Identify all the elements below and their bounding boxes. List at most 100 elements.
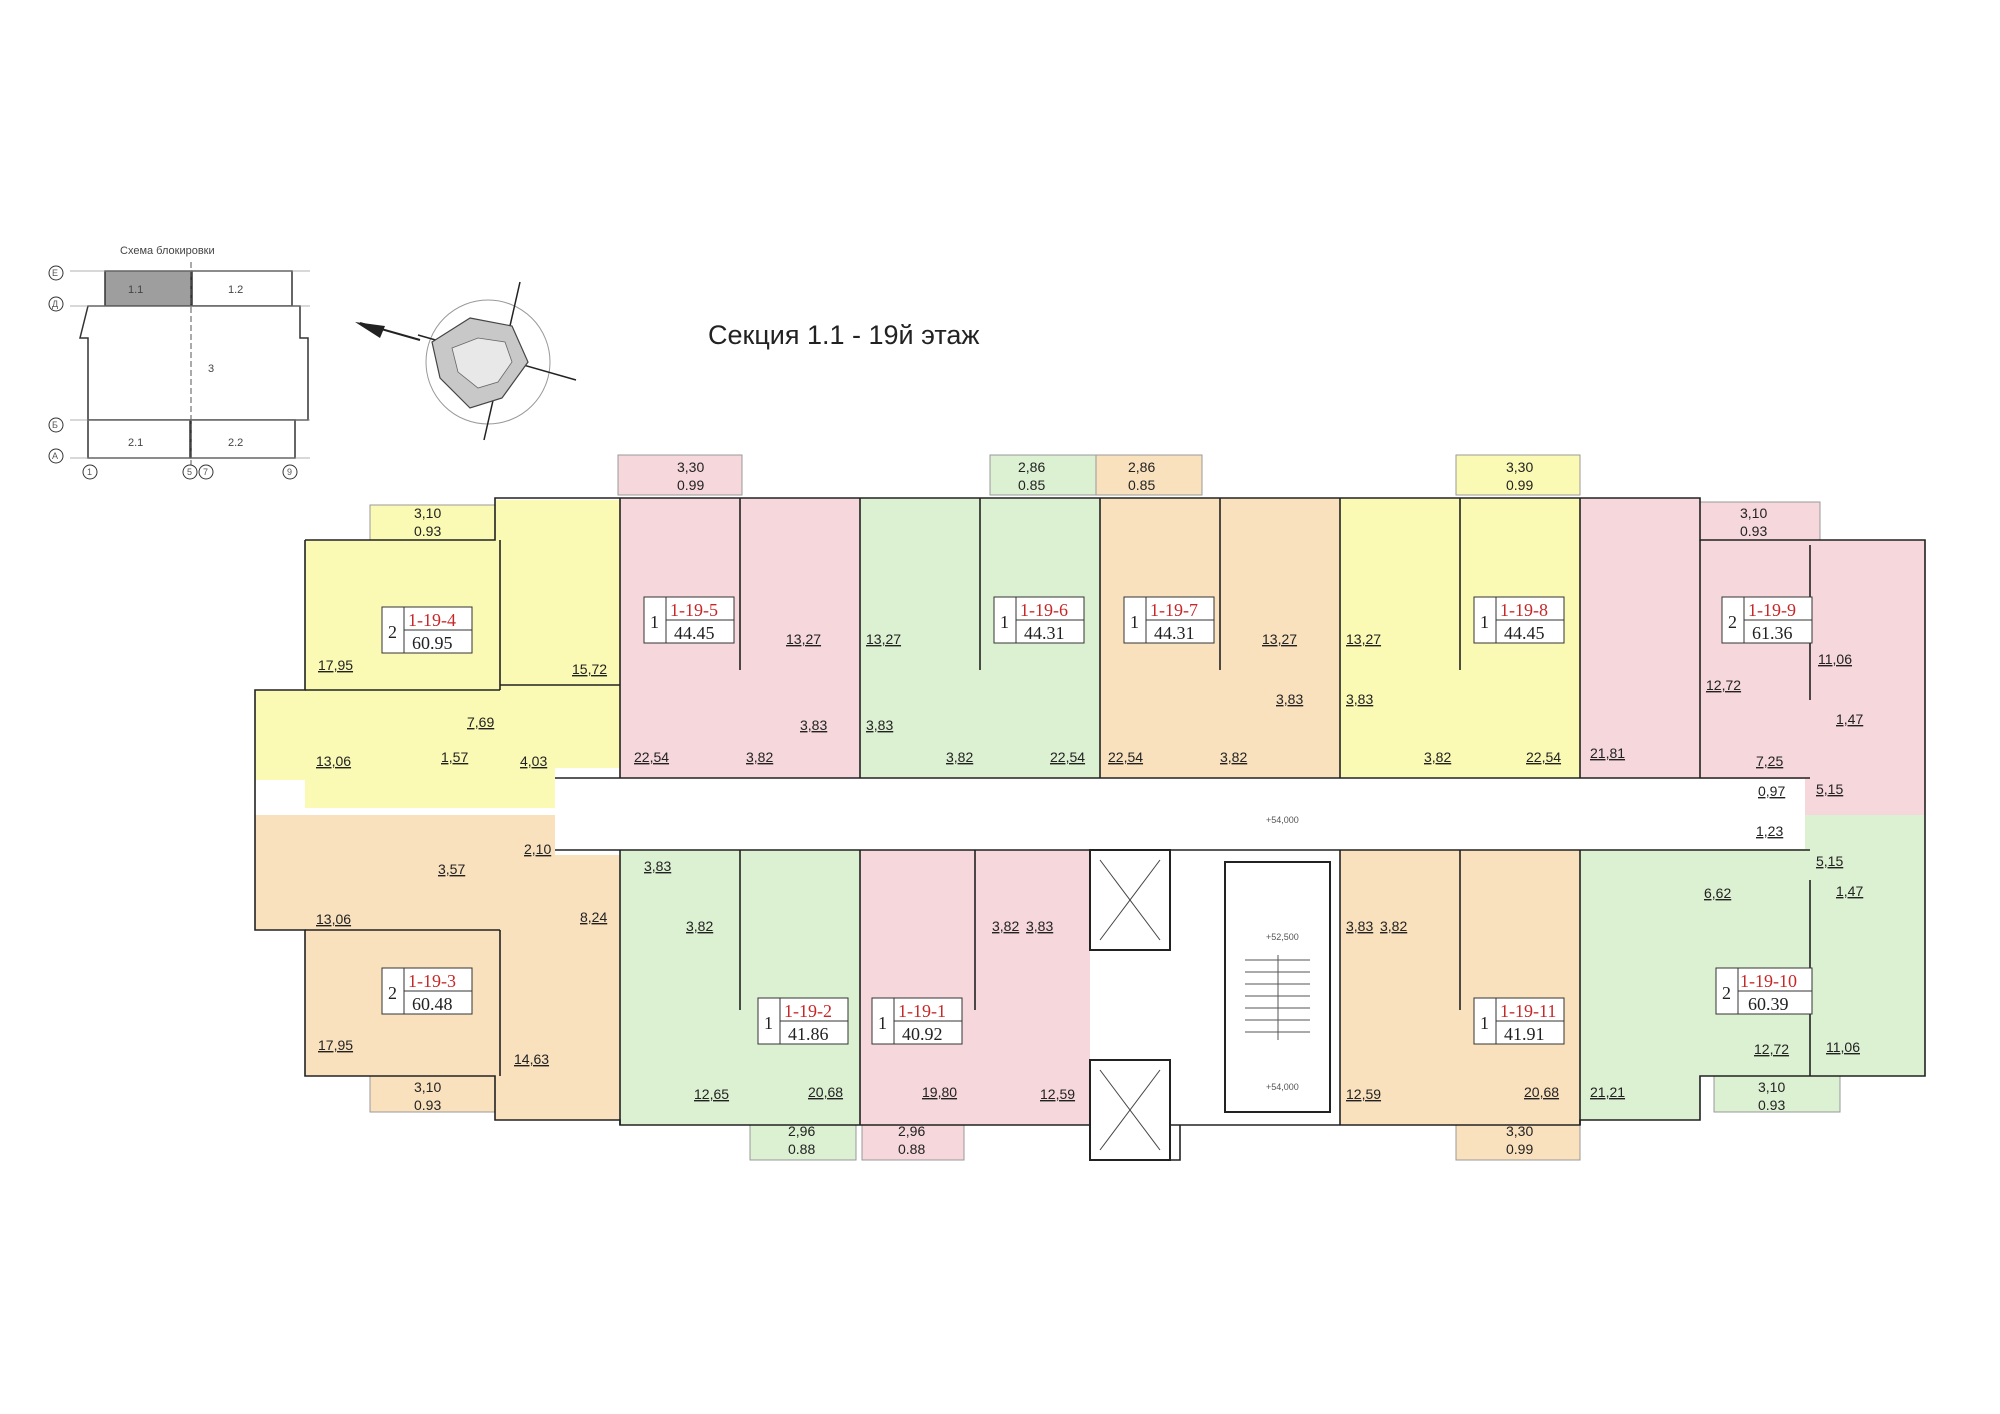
room-area-labels: 17,95 15,72 7,69 1,57 4,03 13,06 22,54 1… (316, 631, 1863, 1102)
room-area: 2,10 (524, 841, 551, 857)
room-area: 20,68 (808, 1084, 843, 1100)
room-area: 13,06 (316, 753, 351, 769)
apt-label-1-19-9: 2 1-19-9 61.36 (1721, 596, 1813, 644)
room-area: 3,83 (866, 717, 893, 733)
apt-label-1-19-11: 1 1-19-11 41.91 (1473, 997, 1565, 1045)
elevation-marks: +54,000 +52,500 +54,000 (1266, 815, 1299, 1092)
apt-id: 1-19-10 (1740, 971, 1797, 991)
apt-area: 41.91 (1504, 1024, 1545, 1044)
room-area: 22,54 (1108, 749, 1143, 765)
balcony-area: 3,10 (1740, 505, 1767, 521)
apt-fill-1-19-4 (255, 500, 620, 808)
key-label-2-1: 2.1 (128, 437, 143, 449)
balcony-area: 3,10 (1758, 1079, 1785, 1095)
elevator-cross (1099, 859, 1161, 941)
room-area: 17,95 (318, 657, 353, 673)
balcony-coef: 0.99 (1506, 1141, 1533, 1157)
balconies-bottom (369, 1075, 1841, 1161)
elevator-cross (1099, 1069, 1161, 1151)
apt-label-1-19-1: 1 1-19-1 40.92 (871, 997, 963, 1045)
apt-label-1-19-10: 2 1-19-10 60.39 (1715, 967, 1813, 1015)
key-block-1-2 (191, 270, 293, 307)
apt-id: 1-19-8 (1500, 600, 1548, 620)
balcony (369, 504, 496, 541)
room-area: 11,06 (1826, 1039, 1860, 1055)
room-area: 3,83 (1346, 918, 1373, 934)
apt-id: 1-19-5 (670, 600, 718, 620)
apt-area: 44.31 (1154, 623, 1195, 643)
axis-bubble (48, 417, 64, 433)
page-title: Секция 1.1 - 19й этаж (708, 320, 979, 350)
balcony (989, 454, 1097, 496)
balcony (1713, 1075, 1841, 1113)
balcony-coef: 0.99 (677, 477, 704, 493)
axis-letter: Б (52, 420, 58, 430)
axis-bubble (48, 448, 64, 464)
apt-area: 44.45 (1504, 623, 1545, 643)
apt-id: 1-19-11 (1500, 1001, 1556, 1021)
room-area: 13,27 (786, 631, 821, 647)
apt-rooms: 1 (764, 1013, 773, 1033)
axis-number: 7 (203, 467, 208, 477)
apt-area: 60.39 (1748, 994, 1789, 1014)
north-arrow-head (355, 322, 385, 338)
key-label-2-2: 2.2 (228, 437, 243, 449)
apt-area: 44.31 (1024, 623, 1065, 643)
room-area: 1,23 (1756, 823, 1783, 839)
balcony (1455, 454, 1581, 496)
room-area: 0,97 (1758, 783, 1785, 799)
room-area: 12,72 (1754, 1041, 1789, 1057)
apt-area: 60.48 (412, 994, 453, 1014)
apartment-labels: 2 1-19-4 60.95 1 1-19-5 44.45 1 1-19-6 4… (381, 596, 1813, 1045)
apt-rooms: 2 (1722, 983, 1731, 1003)
axis-bubble (182, 464, 198, 480)
key-block-1-1 (104, 270, 192, 307)
room-area: 13,27 (1346, 631, 1381, 647)
key-label-1-2: 1.2 (228, 284, 243, 296)
room-area: 6,62 (1704, 885, 1731, 901)
stairwell (1224, 861, 1331, 1113)
balcony-coef: 0.93 (1740, 523, 1767, 539)
room-area: 12,72 (1706, 677, 1741, 693)
corridor (560, 779, 1805, 849)
apt-area: 44.45 (674, 623, 715, 643)
balcony (617, 454, 743, 496)
axis-bubble (198, 464, 214, 480)
apt-rooms: 2 (388, 983, 397, 1003)
balcony-coef: 0.93 (414, 523, 441, 539)
balcony-coef: 0.93 (1758, 1097, 1785, 1113)
room-area: 12,65 (694, 1086, 729, 1102)
balcony-coef: 0.88 (788, 1141, 815, 1157)
room-area: 13,06 (316, 911, 351, 927)
elevation-mark: +54,000 (1266, 1082, 1299, 1092)
balcony-area: 3,10 (414, 505, 441, 521)
room-area: 3,82 (746, 749, 773, 765)
room-area: 3,83 (1346, 691, 1373, 707)
key-label-3: 3 (208, 363, 214, 375)
apt-id: 1-19-1 (898, 1001, 946, 1021)
apt-label-1-19-8: 1 1-19-8 44.45 (1473, 596, 1565, 644)
room-area: 3,82 (1380, 918, 1407, 934)
room-area: 15,72 (572, 661, 607, 677)
key-plan: Схема блокировки 1.1 1.2 3 2.1 2.2 Е Д Б… (48, 245, 310, 480)
room-area: 17,95 (318, 1037, 353, 1053)
wind-rose-icon (417, 281, 577, 441)
balcony-area: 2,86 (1128, 459, 1155, 475)
room-area: 22,54 (1526, 749, 1561, 765)
elevation-mark: +54,000 (1266, 815, 1299, 825)
room-area: 22,54 (634, 749, 669, 765)
axis-letter: А (52, 451, 58, 461)
axis-number: 1 (87, 467, 92, 477)
apt-area: 60.95 (412, 633, 453, 653)
room-area: 3,82 (992, 918, 1019, 934)
apt-rooms: 1 (1480, 612, 1489, 632)
apt-label-1-19-5: 1 1-19-5 44.45 (643, 596, 735, 644)
room-area: 22,54 (1050, 749, 1085, 765)
apt-area: 61.36 (1752, 623, 1793, 643)
axis-bubble (282, 464, 298, 480)
balcony-coef: 0.85 (1128, 477, 1155, 493)
room-area: 3,83 (644, 858, 671, 874)
room-area: 12,59 (1346, 1086, 1381, 1102)
